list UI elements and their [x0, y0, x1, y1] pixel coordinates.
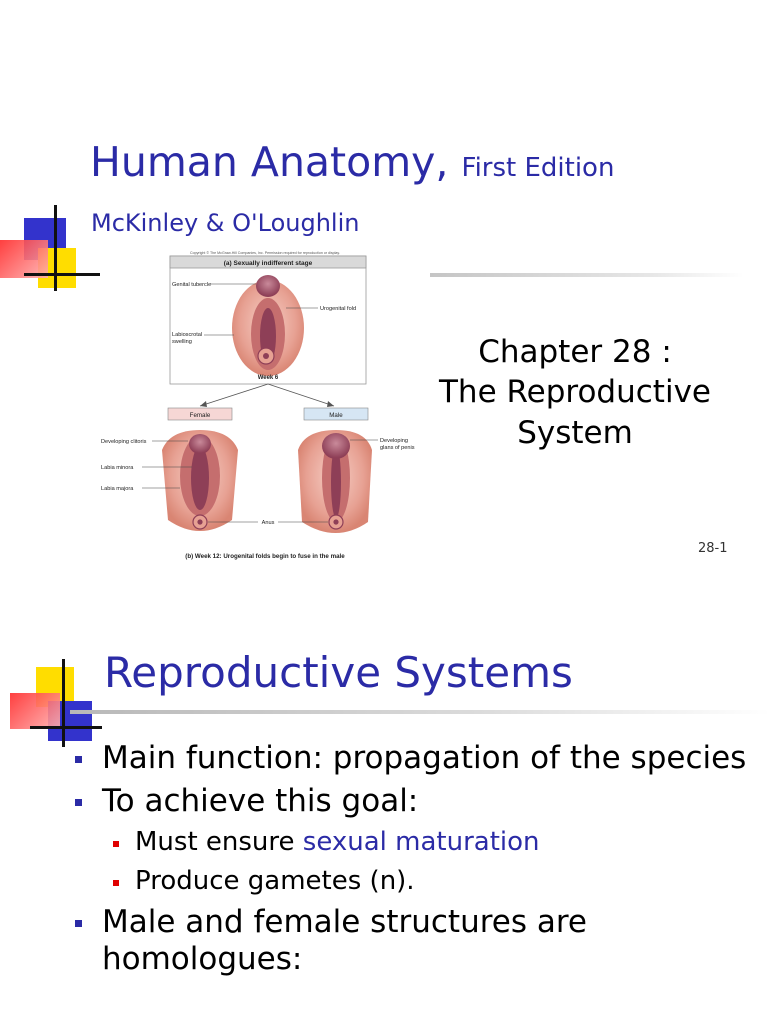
- sub-bullet-text: Produce gametes (n).: [135, 866, 415, 896]
- chapter-title-line1: The Reproductive: [439, 374, 711, 411]
- corner-decoration: [0, 655, 110, 755]
- figure-copyright: Copyright © The McGraw-Hill Companies, I…: [190, 251, 340, 255]
- corner-decoration: [0, 200, 110, 300]
- title-divider: [70, 710, 768, 714]
- highlight-text: sexual maturation: [302, 827, 540, 857]
- edition-label: First Edition: [461, 153, 615, 183]
- label-urogenital-fold: Urogenital fold: [320, 306, 356, 312]
- content-slide: Reproductive Systems Main function: prop…: [0, 600, 768, 1024]
- title-divider: [424, 273, 744, 277]
- chapter-number: Chapter 28 :: [478, 334, 672, 370]
- slide-title: Reproductive Systems: [104, 648, 573, 697]
- chapter-heading: Chapter 28 : The Reproductive System: [410, 332, 740, 453]
- bullet-list: Main function: propagation of the specie…: [72, 740, 752, 984]
- sub-bullet-item: Produce gametes (n).: [72, 865, 752, 897]
- book-title: Human Anatomy,: [90, 138, 449, 186]
- label-labia-minora: Labia minora: [101, 465, 134, 471]
- label-developing-glans-1: Developing: [380, 438, 408, 444]
- bullet-text: Male and female structures are homologue…: [102, 904, 587, 977]
- label-labioscrotal-2: swelling: [172, 339, 192, 345]
- bullet-item: Main function: propagation of the specie…: [72, 740, 752, 777]
- label-genital-tubercle: Genital tubercle: [172, 282, 211, 288]
- embryology-figure: Copyright © The McGraw-Hill Companies, I…: [100, 250, 430, 562]
- panel-a-title: (a) Sexually indifferent stage: [224, 260, 313, 267]
- label-anus: Anus: [262, 520, 275, 526]
- bullet-item: Male and female structures are homologue…: [72, 904, 752, 978]
- label-male: Male: [329, 412, 343, 419]
- title-slide: Human Anatomy, First Edition McKinley & …: [0, 138, 744, 562]
- chapter-title-line2: System: [517, 414, 633, 451]
- sub-bullet-text: Must ensure: [135, 827, 303, 857]
- label-labioscrotal-1: Labioscrotal: [172, 332, 202, 338]
- bullet-marker: [75, 920, 82, 927]
- page-number: 28-1: [698, 541, 728, 556]
- label-week6: Week 6: [258, 375, 279, 381]
- authors: McKinley & O'Loughlin: [91, 209, 360, 237]
- label-developing-clitoris: Developing clitoris: [101, 439, 147, 445]
- sub-bullet-marker: [113, 880, 119, 886]
- sub-bullet-item: Must ensure sexual maturation: [72, 826, 752, 858]
- slide-title: Human Anatomy, First Edition: [90, 138, 614, 186]
- bullet-item: To achieve this goal:: [72, 783, 752, 820]
- sub-bullet-marker: [113, 841, 119, 847]
- bullet-marker: [75, 756, 82, 763]
- bullet-text: Main function: propagation of the specie…: [102, 740, 747, 776]
- caption-b: (b) Week 12: Urogenital folds begin to f…: [185, 553, 345, 560]
- label-developing-glans-2: glans of penis: [380, 445, 415, 451]
- female-anatomy: [162, 430, 238, 531]
- label-labia-majora: Labia majora: [101, 486, 134, 492]
- male-anatomy: [298, 430, 372, 533]
- bullet-marker: [75, 799, 82, 806]
- label-female: Female: [190, 412, 211, 419]
- bullet-text: To achieve this goal:: [102, 783, 419, 819]
